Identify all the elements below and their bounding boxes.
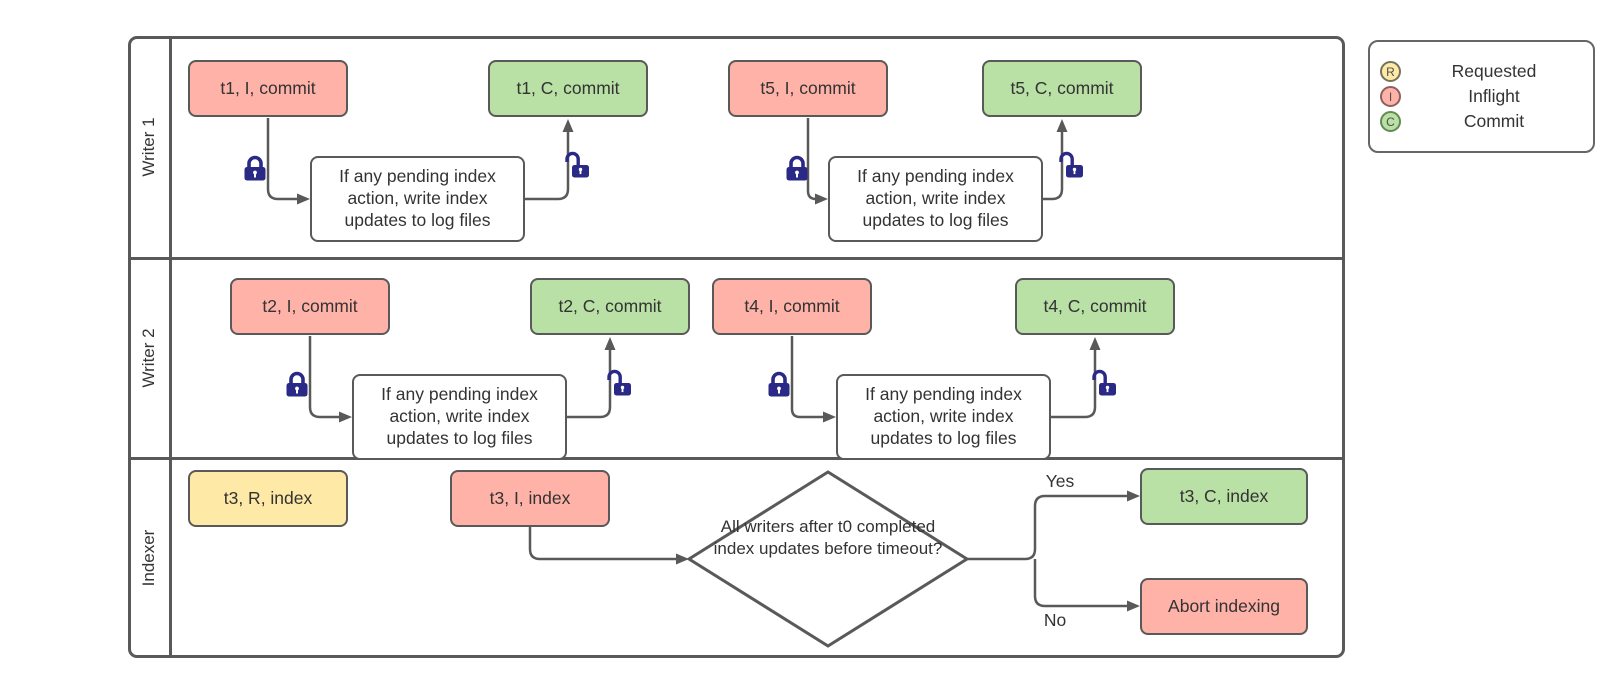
lock-open-icon bbox=[607, 369, 631, 396]
lock-closed-icon bbox=[244, 155, 266, 181]
lock-open-icon bbox=[1059, 151, 1083, 178]
legend-label: Requested bbox=[1451, 61, 1537, 81]
process-note-writer2-a: If any pending index action, write index… bbox=[352, 374, 567, 460]
legend-label: Inflight bbox=[1468, 86, 1520, 106]
legend-label: Commit bbox=[1463, 111, 1525, 131]
legend-item-requested: R Requested bbox=[1380, 61, 1583, 82]
process-note-writer1-b: If any pending index action, write index… bbox=[828, 156, 1043, 242]
decision-no-label: No bbox=[1043, 610, 1067, 630]
decision-yes-label: Yes bbox=[1045, 471, 1075, 491]
swimlane-frame bbox=[128, 36, 1345, 658]
lane-divider-1 bbox=[128, 257, 1345, 260]
process-note-writer2-b: If any pending index action, write index… bbox=[836, 374, 1051, 460]
node-t5-inflight: t5, I, commit bbox=[728, 60, 888, 117]
node-t1-inflight: t1, I, commit bbox=[188, 60, 348, 117]
commit-state-icon: C bbox=[1380, 111, 1401, 132]
lane-label-indexer: Indexer bbox=[139, 529, 158, 587]
node-t3-requested: t3, R, index bbox=[188, 470, 348, 527]
legend: R Requested I Inflight C Commit bbox=[1368, 40, 1595, 153]
node-abort-indexing: Abort indexing bbox=[1140, 578, 1308, 635]
lock-closed-icon bbox=[786, 155, 808, 181]
legend-item-commit: C Commit bbox=[1380, 111, 1583, 132]
node-t1-commit: t1, C, commit bbox=[488, 60, 648, 117]
lane-title-divider bbox=[169, 36, 172, 658]
lock-closed-icon bbox=[768, 371, 790, 397]
node-t2-inflight: t2, I, commit bbox=[230, 278, 390, 335]
legend-item-inflight: I Inflight bbox=[1380, 86, 1583, 107]
decision-text: All writers after t0 completed index upd… bbox=[713, 517, 943, 559]
lane-label-writer1: Writer 1 bbox=[139, 117, 158, 177]
process-note-writer1-a: If any pending index action, write index… bbox=[310, 156, 525, 242]
lane-label-writer2: Writer 2 bbox=[139, 328, 158, 388]
node-t2-commit: t2, C, commit bbox=[530, 278, 690, 335]
lock-closed-icon bbox=[286, 371, 308, 397]
requested-state-icon: R bbox=[1380, 61, 1401, 82]
lock-open-icon bbox=[565, 151, 589, 178]
node-t4-inflight: t4, I, commit bbox=[712, 278, 872, 335]
node-t3-inflight: t3, I, index bbox=[450, 470, 610, 527]
node-t4-commit: t4, C, commit bbox=[1015, 278, 1175, 335]
inflight-state-icon: I bbox=[1380, 86, 1401, 107]
lock-open-icon bbox=[1092, 369, 1116, 396]
lane-divider-2 bbox=[128, 457, 1345, 460]
node-t5-commit: t5, C, commit bbox=[982, 60, 1142, 117]
node-t3-commit: t3, C, index bbox=[1140, 468, 1308, 525]
